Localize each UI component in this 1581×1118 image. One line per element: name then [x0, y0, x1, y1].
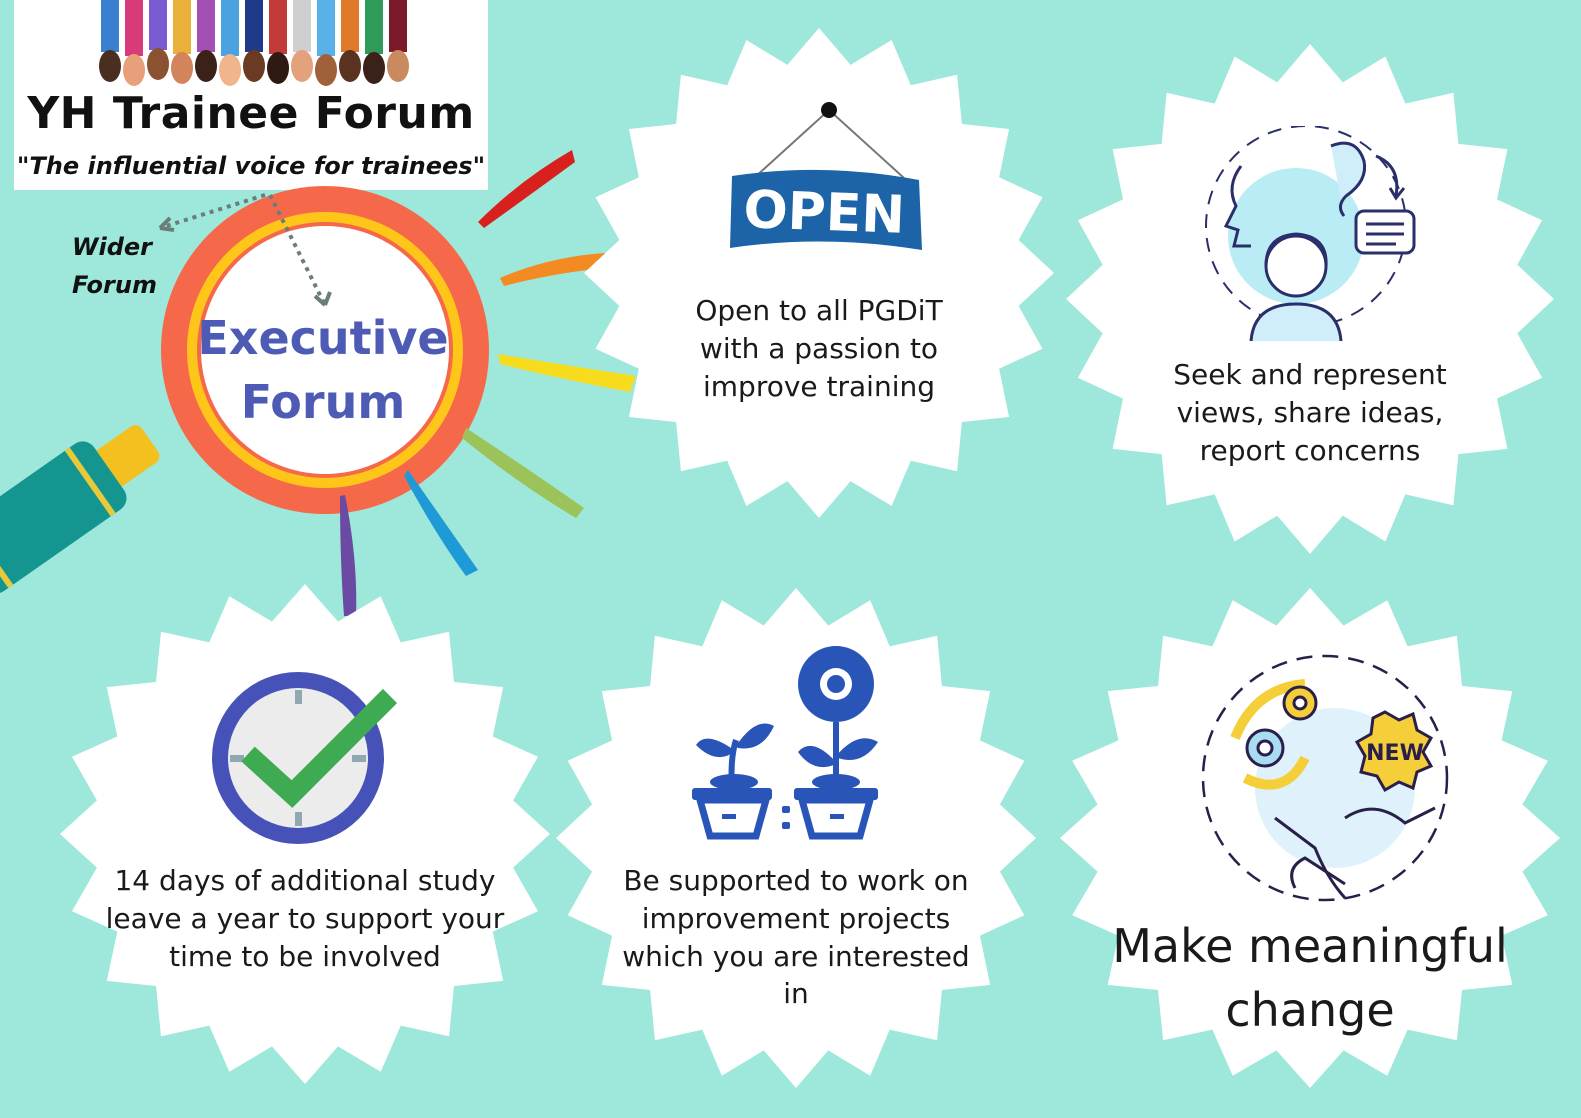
- card-represent-text: Seek and represent views, share ideas, r…: [1173, 358, 1447, 467]
- card-study-text: 14 days of additional study leave a year…: [105, 864, 505, 973]
- card-study-leave: 14 days of additional study leave a year…: [60, 584, 550, 1084]
- forum-tagline: "The influential voice for trainees": [16, 152, 486, 180]
- yellow-ray: [498, 354, 636, 392]
- card-change-text: Make meaningful change: [1112, 919, 1508, 1037]
- plant-growth-icon: [692, 646, 878, 840]
- open-sign-text: OPEN: [742, 180, 905, 246]
- starburst-shape: [584, 28, 1054, 518]
- starburst-shape: [556, 588, 1036, 1088]
- forum-title: YH Trainee Forum: [27, 88, 475, 139]
- green-ray: [462, 428, 584, 518]
- clock-check-icon: [212, 672, 398, 844]
- card-improvement-projects: Be supported to work on improvement proj…: [556, 588, 1036, 1088]
- card-open-to-all: OPEN Open to all PGDiT with a passion to…: [584, 28, 1054, 518]
- card-open-text: Open to all PGDiT with a passion to impr…: [695, 294, 943, 403]
- wider-forum-label: Wider Forum: [72, 233, 157, 299]
- new-gear-text: NEW: [1366, 741, 1424, 766]
- card-improvement-text: Be supported to work on improvement proj…: [622, 864, 970, 1011]
- raised-hands-illustration: [99, 0, 409, 86]
- header-panel: YH Trainee Forum "The influential voice …: [14, 0, 488, 190]
- card-represent-views: Seek and represent views, share ideas, r…: [1066, 44, 1554, 554]
- listening-speaking-icon: [1205, 126, 1416, 342]
- red-ray: [478, 150, 575, 228]
- change-gears-icon: NEW: [1201, 654, 1449, 902]
- open-sign-icon: OPEN: [730, 102, 922, 250]
- executive-forum-label: Executive Forum: [197, 311, 449, 429]
- magnifying-glass-icon: [0, 150, 636, 616]
- card-meaningful-change: NEW Make meaningful change: [1060, 588, 1560, 1088]
- blue-ray: [404, 470, 478, 576]
- purple-ray: [340, 495, 357, 616]
